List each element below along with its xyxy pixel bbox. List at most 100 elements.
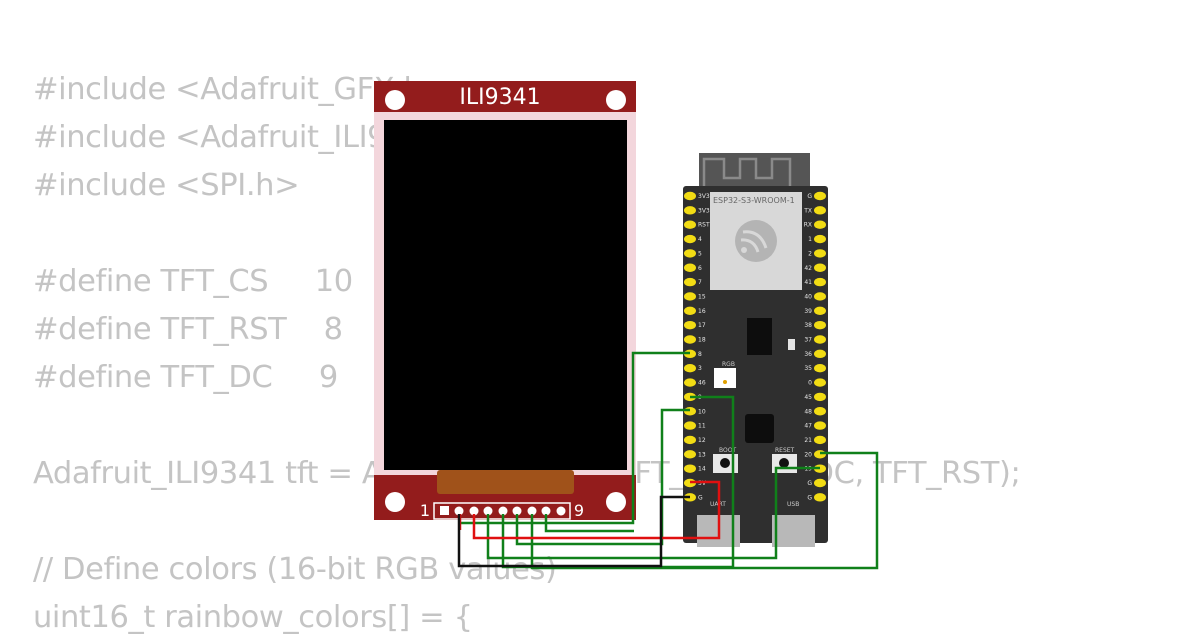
- header-pin[interactable]: [814, 277, 826, 287]
- wire-green[interactable]: [486, 466, 820, 560]
- rgb-led-dot: [723, 380, 727, 384]
- wire-green[interactable]: [544, 514, 634, 533]
- header-pin[interactable]: [814, 435, 826, 445]
- header-pin[interactable]: [684, 191, 696, 201]
- header-pin-label: 35: [804, 365, 812, 372]
- header-pin[interactable]: [814, 249, 826, 258]
- header-pin-label: 3V3: [698, 193, 710, 200]
- mount-hole: [385, 90, 405, 110]
- display-title: ILI9341: [459, 85, 540, 110]
- header-pin[interactable]: [684, 249, 696, 258]
- boot-button-cap: [720, 458, 730, 468]
- display-pin[interactable]: [440, 506, 449, 515]
- header-pin[interactable]: [814, 364, 826, 373]
- header-pin-label: RST: [698, 222, 710, 229]
- chip: [747, 318, 772, 355]
- espressif-logo-icon: [735, 220, 777, 262]
- header-pin-label: G: [807, 193, 812, 200]
- ili9341-display[interactable]: ILI9341 1 9: [374, 81, 636, 520]
- wire-green[interactable]: [530, 451, 879, 570]
- header-pin-label: G: [807, 480, 812, 487]
- rgb-led[interactable]: [714, 368, 736, 388]
- header-pin[interactable]: [814, 450, 826, 459]
- header-pin[interactable]: [814, 349, 826, 359]
- header-pin[interactable]: [814, 335, 826, 344]
- header-pin[interactable]: [814, 407, 826, 416]
- header-pin[interactable]: [814, 392, 826, 402]
- header-pin[interactable]: [684, 292, 696, 301]
- header-pin-label: 12: [698, 437, 706, 444]
- header-pin[interactable]: [684, 234, 696, 244]
- display-pin[interactable]: [454, 506, 464, 516]
- header-pin[interactable]: [814, 206, 826, 215]
- header-pin-label: 48: [804, 408, 812, 415]
- header-pin-label: 5: [698, 250, 702, 257]
- header-pin[interactable]: [814, 234, 826, 244]
- header-pin-label: 1: [808, 236, 812, 243]
- display-pin[interactable]: [512, 506, 522, 516]
- header-pin-label: 10: [698, 408, 706, 415]
- header-pin[interactable]: [684, 263, 696, 272]
- display-screen: [384, 120, 627, 470]
- header-pin-label: 20: [804, 451, 812, 458]
- header-pin-label: G: [807, 494, 812, 501]
- display-pin[interactable]: [498, 506, 508, 516]
- header-pin[interactable]: [814, 378, 826, 387]
- header-pin-label: 5V: [698, 480, 707, 487]
- header-pin-label: 37: [804, 337, 812, 344]
- header-pin[interactable]: [814, 306, 826, 315]
- header-pin-label: 15: [698, 293, 706, 300]
- header-pin[interactable]: [684, 277, 696, 287]
- header-pin[interactable]: [684, 364, 696, 373]
- header-pin-label: 17: [698, 322, 706, 329]
- smd-component: [788, 339, 795, 350]
- header-pin[interactable]: [814, 421, 826, 430]
- header-pin[interactable]: [814, 220, 826, 229]
- usb-port[interactable]: [772, 515, 815, 547]
- header-pin[interactable]: [814, 320, 826, 330]
- header-pin-label: 6: [698, 265, 702, 272]
- header-pin[interactable]: [684, 206, 696, 215]
- usb-chip: [745, 414, 774, 443]
- header-pin[interactable]: [684, 220, 696, 229]
- code-line: #define TFT_DC 9: [33, 360, 338, 395]
- header-pin-label: 16: [698, 308, 706, 315]
- header-pin[interactable]: [684, 464, 696, 473]
- reset-button-cap: [779, 458, 789, 468]
- header-pin-label: 42: [804, 265, 812, 272]
- header-pin[interactable]: [684, 306, 696, 315]
- mount-hole: [606, 492, 626, 512]
- header-pin[interactable]: [814, 263, 826, 272]
- display-pin[interactable]: [556, 506, 566, 516]
- code-line: #define TFT_CS 10: [33, 264, 353, 299]
- wire-red[interactable]: [472, 480, 721, 540]
- header-pin[interactable]: [684, 378, 696, 387]
- header-pin-label: 4: [698, 236, 702, 243]
- header-pin[interactable]: [684, 320, 696, 330]
- header-pin[interactable]: [814, 292, 826, 301]
- header-pin-label: 47: [804, 423, 812, 430]
- display-ribbon: [437, 470, 574, 494]
- display-pin[interactable]: [483, 506, 493, 516]
- header-pin-label: 11: [698, 423, 706, 430]
- usb-label: USB: [787, 501, 799, 508]
- header-pin-label: G: [698, 494, 703, 501]
- header-pin[interactable]: [814, 493, 826, 502]
- esp32-s3-board[interactable]: ESP32-S3-WROOM-1 RGB BOOT RESET UART USB…: [683, 153, 828, 547]
- display-pin[interactable]: [527, 506, 537, 516]
- wiring: [457, 351, 879, 570]
- header-pin[interactable]: [684, 335, 696, 344]
- display-pin[interactable]: [469, 506, 479, 516]
- header-pin[interactable]: [684, 450, 696, 459]
- header-pin[interactable]: [684, 435, 696, 445]
- code-line: #define TFT_RST 8: [33, 312, 343, 347]
- pin-label-first: 1: [420, 501, 430, 520]
- header-pin[interactable]: [814, 478, 826, 488]
- header-pin-label: 7: [698, 279, 702, 286]
- wire-black[interactable]: [457, 495, 690, 568]
- display-pin[interactable]: [541, 506, 551, 516]
- header-pin[interactable]: [814, 191, 826, 201]
- header-pin[interactable]: [684, 421, 696, 430]
- code-line: uint16_t rainbow_colors[] = {: [33, 600, 473, 635]
- rgb-led-label: RGB: [722, 361, 735, 368]
